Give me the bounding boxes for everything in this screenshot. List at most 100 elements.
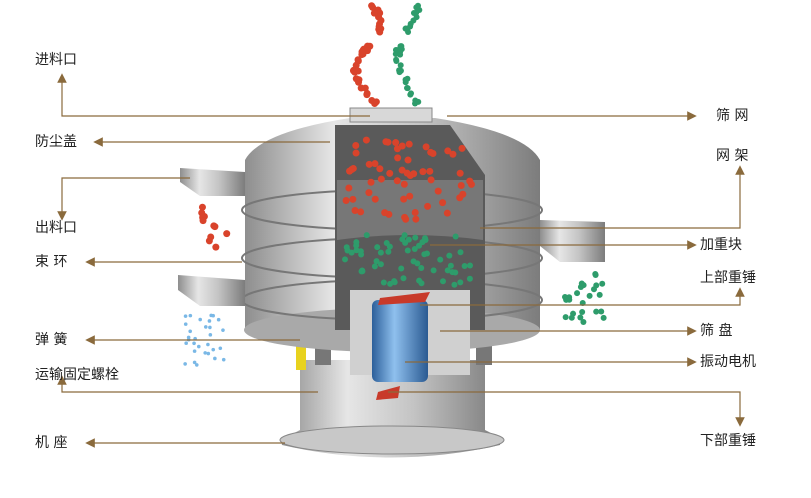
label-clamp-ring: 束 环 bbox=[35, 254, 68, 270]
particle bbox=[368, 2, 376, 10]
particle bbox=[387, 280, 394, 287]
particle bbox=[396, 68, 403, 75]
particle bbox=[359, 267, 366, 274]
particle bbox=[207, 233, 215, 241]
label-upper-weight: 上部重锤 bbox=[700, 270, 756, 286]
particle bbox=[352, 149, 360, 157]
particle bbox=[430, 267, 437, 274]
particle bbox=[407, 91, 414, 98]
particle bbox=[363, 91, 371, 99]
particle bbox=[183, 322, 188, 326]
particle bbox=[404, 85, 411, 92]
particle bbox=[406, 172, 414, 180]
particle bbox=[600, 314, 607, 321]
particle bbox=[386, 169, 394, 177]
particle bbox=[345, 184, 353, 192]
particle bbox=[198, 203, 206, 211]
particle bbox=[376, 165, 384, 173]
particle bbox=[211, 347, 216, 352]
particle bbox=[586, 292, 593, 299]
particle bbox=[579, 309, 586, 316]
particle bbox=[401, 232, 408, 239]
particle bbox=[380, 279, 387, 286]
particle bbox=[446, 252, 453, 259]
label-mesh-frame: 网 架 bbox=[716, 148, 749, 164]
particle bbox=[440, 278, 447, 285]
particle bbox=[371, 195, 379, 203]
particle bbox=[444, 267, 451, 274]
particle bbox=[434, 187, 442, 195]
label-spring: 弹 簧 bbox=[35, 332, 68, 348]
particle bbox=[466, 275, 473, 282]
particle bbox=[592, 272, 599, 279]
particle bbox=[599, 280, 606, 287]
particle bbox=[568, 314, 575, 321]
particle bbox=[212, 243, 220, 251]
particle bbox=[419, 168, 427, 176]
label-weight-block: 加重块 bbox=[700, 237, 742, 253]
particle bbox=[406, 192, 414, 200]
particle bbox=[221, 328, 225, 332]
particle bbox=[427, 176, 435, 184]
particle bbox=[577, 284, 584, 291]
particle bbox=[183, 314, 188, 318]
particle bbox=[361, 84, 369, 92]
particle bbox=[346, 167, 354, 175]
label-sieve-tray: 筛 盘 bbox=[700, 323, 733, 339]
particle bbox=[405, 29, 412, 36]
particle bbox=[206, 342, 210, 347]
particle bbox=[449, 150, 457, 158]
sieve-tiers bbox=[178, 107, 605, 400]
particle bbox=[444, 147, 452, 155]
particle bbox=[363, 47, 371, 55]
particle bbox=[367, 178, 375, 186]
particle bbox=[422, 143, 430, 151]
particle bbox=[371, 160, 379, 168]
particle bbox=[458, 144, 466, 152]
particle bbox=[452, 269, 459, 276]
particle bbox=[385, 248, 392, 255]
particle bbox=[580, 318, 587, 325]
particle bbox=[424, 202, 432, 210]
particle bbox=[411, 208, 419, 216]
particle bbox=[402, 215, 410, 223]
particle bbox=[466, 177, 474, 185]
particle bbox=[354, 56, 362, 64]
particle bbox=[593, 308, 600, 315]
particle bbox=[456, 169, 464, 177]
particle bbox=[443, 209, 451, 217]
particle bbox=[412, 10, 419, 17]
particle bbox=[353, 239, 360, 246]
particle bbox=[439, 199, 447, 207]
particle bbox=[198, 317, 203, 322]
particle bbox=[405, 140, 413, 148]
label-screen-mesh: 筛 网 bbox=[716, 108, 749, 124]
particle bbox=[404, 156, 412, 164]
particle bbox=[363, 232, 370, 239]
label-base: 机 座 bbox=[35, 435, 68, 451]
particle bbox=[221, 357, 226, 362]
particle bbox=[365, 189, 373, 197]
particle bbox=[411, 245, 418, 252]
particle bbox=[598, 308, 605, 315]
particle bbox=[377, 261, 384, 268]
particle bbox=[397, 62, 404, 69]
particle bbox=[562, 314, 569, 321]
particle bbox=[457, 181, 465, 189]
particle bbox=[203, 351, 208, 355]
particle bbox=[398, 265, 405, 272]
particle bbox=[358, 48, 366, 56]
particle bbox=[223, 230, 231, 238]
particle bbox=[218, 346, 223, 351]
particle bbox=[370, 9, 378, 17]
particle bbox=[452, 233, 459, 240]
particle bbox=[208, 333, 213, 337]
particle bbox=[467, 262, 474, 269]
particle bbox=[429, 149, 437, 157]
particle bbox=[412, 215, 420, 223]
particle bbox=[393, 177, 401, 185]
base-body bbox=[279, 360, 505, 458]
particle bbox=[192, 349, 197, 353]
particle bbox=[349, 195, 357, 203]
